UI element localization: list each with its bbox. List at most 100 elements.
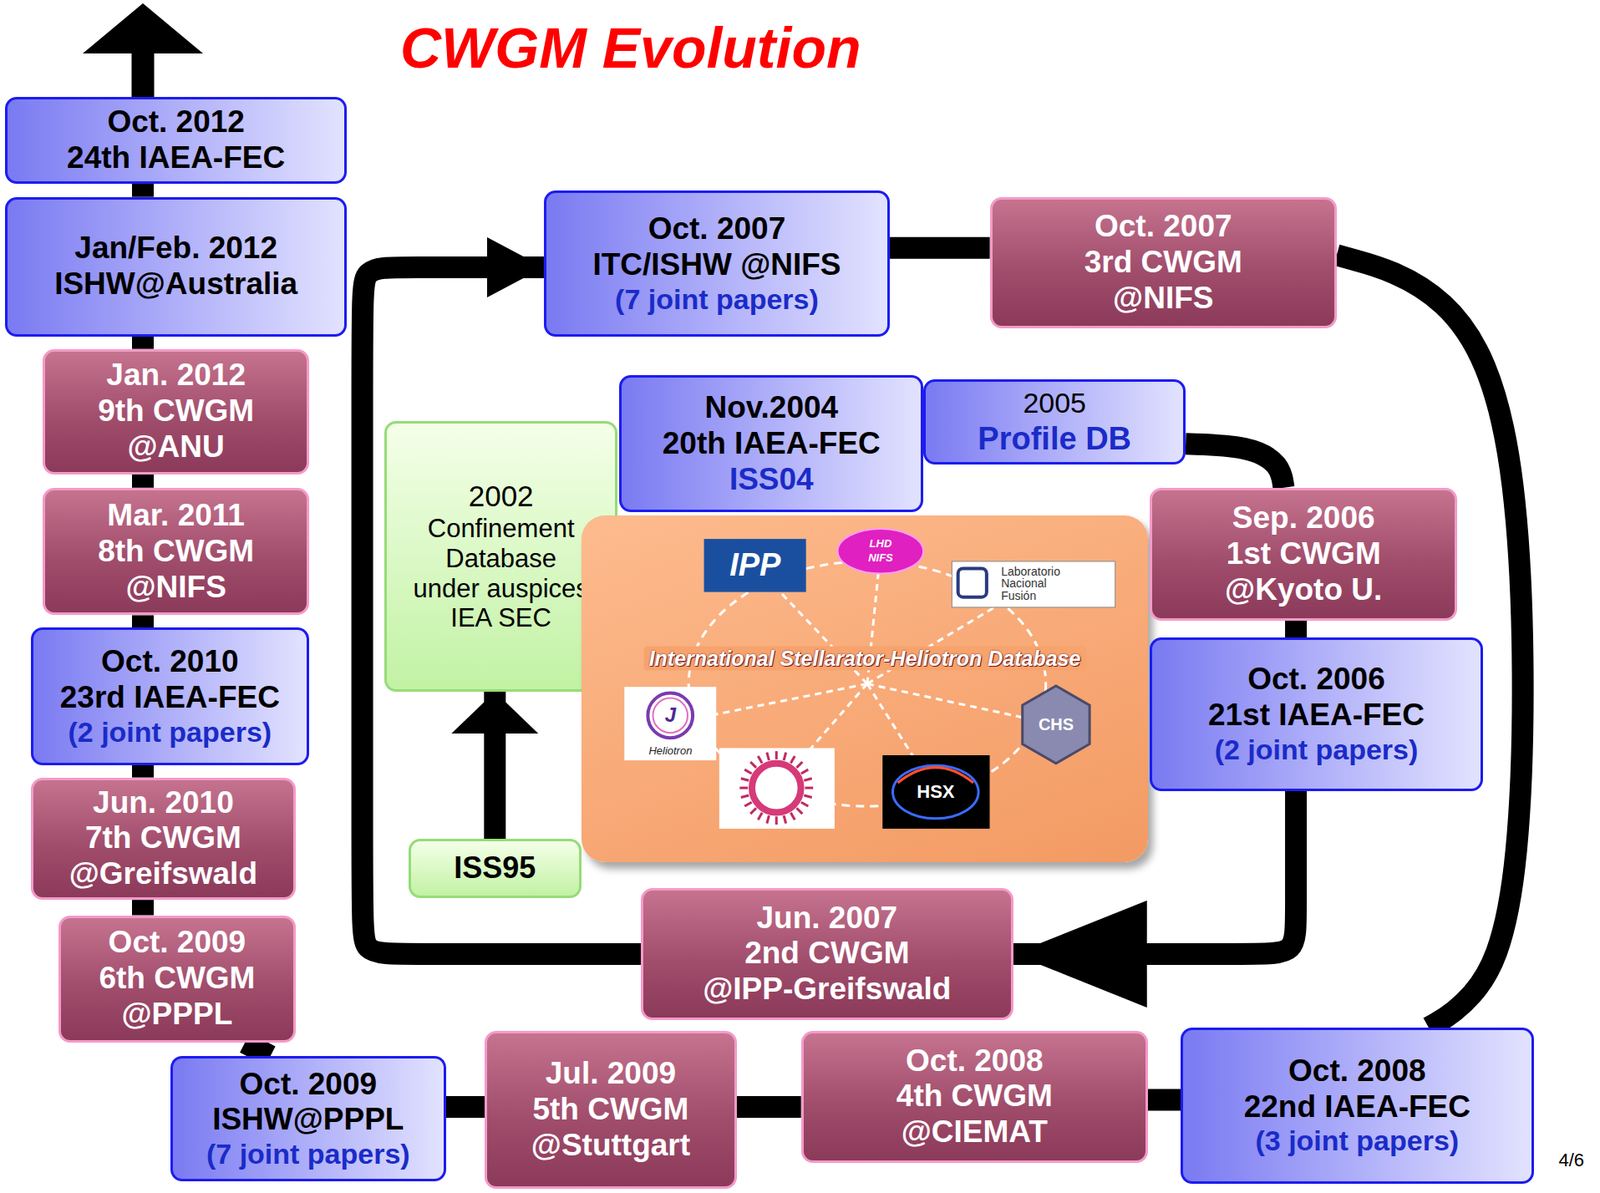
flow-connector	[889, 237, 991, 260]
date-text: Jun. 2010	[92, 785, 234, 822]
date-text: Oct. 2006	[1247, 661, 1386, 698]
date-text: Oct. 2008	[1288, 1053, 1427, 1090]
event-text: 2nd CWGM	[744, 935, 910, 972]
conference-box: Oct. 2009ISHW@PPPL(7 joint papers)	[170, 1056, 447, 1182]
event-text: (2 joint papers)	[1214, 733, 1419, 767]
coil-stroke	[783, 751, 787, 760]
conference-box: Jan/Feb. 2012ISHW@Australia	[5, 197, 347, 337]
event-text: @NIFS	[125, 569, 226, 606]
event-text: 4th CWGM	[896, 1078, 1053, 1115]
logo-label: J	[665, 705, 676, 727]
date-text: Oct. 2007	[1094, 208, 1233, 245]
event-text: @ANU	[127, 429, 225, 466]
date-text: Oct. 2009	[239, 1066, 378, 1103]
flow-connector	[1185, 443, 1284, 488]
date-text: Oct. 2009	[108, 924, 247, 961]
chs-logo	[1022, 685, 1090, 764]
event-text: @Kyoto U.	[1224, 572, 1382, 609]
event-text: (7 joint papers)	[614, 283, 819, 316]
event-text: Profile DB	[977, 420, 1132, 458]
event-text: @PPPL	[121, 996, 234, 1033]
event-text: 24th IAEA-FEC	[66, 140, 285, 177]
event-text: @Stuttgart	[531, 1127, 691, 1164]
coil-stroke	[750, 807, 757, 814]
event-text: 23rd IAEA-FEC	[60, 680, 280, 717]
event-text: (2 joint papers)	[67, 716, 272, 749]
logo-label: LHD	[869, 538, 893, 550]
event-text: 20th IAEA-FEC	[662, 426, 881, 463]
plasma-ring	[751, 763, 802, 813]
flow-connector	[446, 1096, 485, 1118]
ciemat-icon	[958, 568, 987, 597]
flow-connector	[1285, 620, 1307, 639]
flow-connector	[132, 336, 154, 350]
flow-connector	[132, 899, 154, 915]
date-text: Jan/Feb. 2012	[74, 230, 278, 267]
hsx-arc	[898, 766, 974, 783]
database-box: ISS95	[408, 838, 583, 899]
flow-connector	[244, 1042, 271, 1057]
heliotron-ring	[653, 697, 689, 733]
conference-box: Oct. 201224th IAEA-FEC	[5, 96, 347, 184]
coil-stroke	[801, 802, 808, 807]
date-text: Oct. 2007	[648, 211, 787, 248]
coil-stroke	[757, 756, 762, 763]
coil-stroke	[801, 769, 808, 774]
conference-box: Oct. 201023rd IAEA-FEC(2 joint papers)	[30, 627, 310, 766]
date-text: Jan. 2012	[106, 357, 246, 394]
database-panel: International Stellarator-Heliotron Data…	[581, 515, 1148, 863]
event-text: 21st IAEA-FEC	[1208, 697, 1425, 734]
date-text: Nov.2004	[704, 390, 839, 427]
event-text: ISHW@Australia	[54, 266, 298, 303]
event-text: 3rd CWGM	[1084, 244, 1243, 281]
event-text: @NIFS	[1112, 280, 1214, 317]
conference-box: Oct. 200822nd IAEA-FEC(3 joint papers)	[1180, 1027, 1534, 1184]
date-text: Oct. 2010	[101, 644, 239, 681]
coil-stroke	[803, 795, 812, 798]
page-number: 4/6	[1559, 1150, 1585, 1170]
date-text: Jun. 2007	[756, 900, 899, 937]
meeting-box: Oct. 20096th CWGM@PPPL	[58, 915, 297, 1044]
flow-connector	[483, 691, 506, 839]
logo-label: HSX	[916, 782, 955, 802]
coil-stroke	[766, 815, 770, 823]
event-text: @Greifswald	[69, 856, 258, 893]
coil-stroke	[783, 815, 787, 823]
event-text: ISHW@PPPL	[212, 1102, 404, 1138]
conference-box: Nov.200420th IAEA-FECISS04	[619, 375, 924, 513]
meeting-box: Jun. 20072nd CWGM@IPP-Greifswald	[640, 888, 1014, 1021]
logo-illustration	[581, 515, 1148, 863]
coil-stroke	[757, 812, 762, 819]
event-text: @CIEMAT	[901, 1114, 1048, 1151]
meeting-box: Sep. 20061st CWGM@Kyoto U.	[1149, 487, 1458, 621]
logo-label: IPP	[729, 548, 781, 583]
conference-box: Oct. 2007ITC/ISHW @NIFS(7 joint papers)	[543, 190, 890, 337]
coil-stroke	[744, 769, 752, 774]
coil-stroke	[750, 761, 757, 768]
lhd-logo	[838, 528, 925, 574]
event-text: @IPP-Greifswald	[702, 971, 951, 1008]
meeting-box: Mar. 20118th CWGM@NIFS	[42, 487, 310, 616]
event-text: 5th CWGM	[532, 1092, 689, 1128]
ipp-logo	[704, 538, 807, 593]
coil-stroke	[797, 761, 803, 768]
date-text: Sep. 2006	[1232, 500, 1376, 537]
meeting-box: Jan. 20129th CWGM@ANU	[42, 349, 310, 475]
meeting-box: Jun. 20107th CWGM@Greifswald	[30, 777, 297, 901]
coil-stroke	[775, 816, 778, 825]
coil-stroke	[805, 786, 814, 789]
flow-connector	[132, 765, 154, 778]
coil-stroke	[741, 777, 749, 781]
event-text: Confinement Database under auspices IEA …	[411, 513, 591, 635]
heliotron-logo	[624, 686, 717, 761]
stellarator-logo	[719, 747, 835, 828]
coil-stroke	[791, 812, 796, 819]
ciemat-logo	[951, 561, 1115, 608]
flow-connector	[132, 474, 154, 488]
coil-stroke	[791, 756, 796, 763]
connectors	[142, 183, 1524, 1108]
hsx-logo	[882, 755, 990, 829]
logo-label: CHS	[1038, 716, 1074, 734]
coil-stroke	[775, 751, 778, 760]
event-text: ISS04	[729, 462, 814, 498]
